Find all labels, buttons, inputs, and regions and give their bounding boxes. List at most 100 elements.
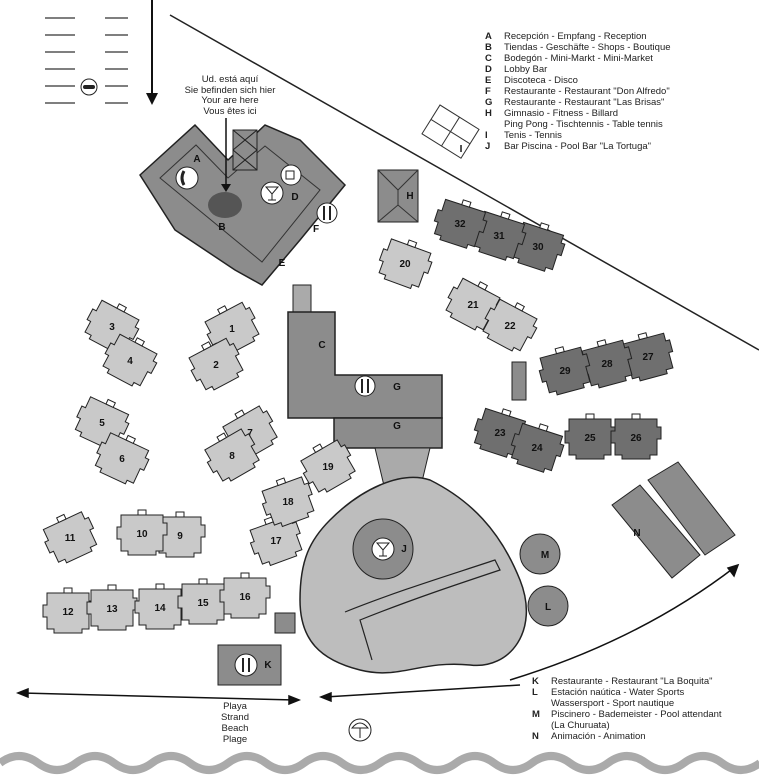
building-number: 11 (65, 533, 76, 544)
legend-key (532, 698, 551, 709)
here-fr: Vous êtes ici (203, 105, 257, 117)
phone-icon (175, 166, 199, 190)
facility-letter-n: N (633, 528, 640, 539)
building-number: 6 (119, 454, 125, 465)
building-number: 14 (154, 603, 166, 614)
building-number: 20 (399, 259, 411, 270)
legend-text: Wassersport - Sport nautique (551, 698, 675, 709)
building-number: 27 (642, 352, 654, 363)
beach-arrow-right (318, 563, 740, 703)
facility-letter-h: H (406, 191, 413, 202)
apartment-building-18: 18 (261, 476, 315, 528)
apartment-building-6: 6 (94, 432, 150, 485)
legend-text: Recepción - Empfang - Reception (504, 31, 647, 42)
apartment-building-27: 27 (621, 332, 674, 382)
cutlery-icon (234, 653, 258, 677)
legend-item: N Animación - Animation (532, 731, 722, 742)
legend-key: F (485, 86, 491, 97)
building-c-g (287, 311, 443, 419)
facility-letter-k: K (264, 660, 272, 671)
building-number: 23 (494, 428, 506, 439)
legend-key: N (532, 731, 539, 742)
apartment-building-4: 4 (102, 333, 158, 387)
building-number: 30 (532, 242, 544, 253)
legend-item: B Tiendas - Geschäfte - Shops - Boutique (485, 42, 671, 53)
legend-text: Tiendas - Geschäfte - Shops - Boutique (504, 42, 671, 53)
cocktail-icon (260, 181, 284, 205)
building-number: 10 (136, 529, 148, 540)
facility-letter-i: I (460, 144, 463, 155)
building-number: 21 (467, 300, 479, 311)
building-number: 17 (270, 536, 282, 547)
legend-item: Ping Pong - Tischtennis - Table tennis (485, 119, 671, 130)
facility-letter-g2: G (393, 421, 401, 432)
beach-de: Strand (221, 712, 249, 723)
entrance-arrow (146, 0, 158, 105)
beach-arrow-left (15, 687, 302, 706)
legend-text: Restaurante - Restaurant "La Boquita" (551, 676, 713, 687)
apartment-building-29: 29 (538, 346, 591, 396)
facility-letter-a: A (193, 154, 200, 165)
building-g-lower (333, 417, 443, 449)
apartment-building-24: 24 (510, 422, 565, 473)
you-are-here-marker (208, 192, 242, 218)
apartment-building-12: 12 (42, 587, 94, 634)
building-number: 18 (282, 497, 294, 508)
cocktail-icon (371, 537, 395, 561)
car-icon (80, 78, 98, 96)
apartment-building-2: 2 (188, 337, 244, 391)
facility-letter-g1: G (393, 382, 401, 393)
you-are-here-label: Ud. está aquí Sie befinden sich hier You… (160, 74, 300, 117)
facility-letter-f: F (313, 224, 319, 235)
building-number: 3 (109, 322, 115, 333)
main-roof-ridge (159, 144, 321, 263)
building-number: 29 (559, 366, 571, 377)
facility-letter-b: B (218, 222, 225, 233)
beach-umbrella-icon (348, 718, 372, 742)
gym-roof (377, 169, 419, 223)
legend-key: K (532, 676, 539, 687)
beach-fr: Plage (222, 734, 248, 745)
legend-text: Animación - Animation (551, 731, 646, 742)
apartment-building-32: 32 (433, 198, 488, 249)
beach-en: Beach (221, 723, 249, 734)
building-number: 19 (322, 462, 334, 473)
apartment-building-20: 20 (378, 238, 433, 290)
building-number: 22 (504, 321, 516, 332)
legend-key: M (532, 709, 540, 720)
legend-key: G (485, 97, 493, 108)
facility-letter-d: D (291, 192, 298, 203)
legend-text: Discoteca - Disco (504, 75, 578, 86)
legend-key: L (532, 687, 538, 698)
animation-building-n (611, 484, 701, 579)
legend-text: Restaurante - Restaurant "Las Brisas" (504, 97, 665, 108)
legend-item: Wassersport - Sport nautique (532, 698, 722, 709)
building-number: 28 (601, 359, 613, 370)
beach-es: Playa (223, 701, 247, 712)
building-number: 15 (197, 598, 209, 609)
here-es: Ud. está aquí (201, 74, 259, 85)
sea-waves (0, 752, 759, 774)
apartment-building-10: 10 (116, 509, 168, 556)
legend-key: A (485, 31, 492, 42)
building-number: 7 (247, 428, 253, 439)
apartment-building-13: 13 (86, 584, 138, 631)
legend-text: (La Churuata) (551, 720, 610, 731)
legend-key: B (485, 42, 492, 53)
coffee-icon (280, 164, 302, 186)
small-hut (274, 612, 296, 634)
building-number: 4 (127, 356, 133, 367)
legend-key: I (485, 130, 488, 141)
property-boundary (169, 14, 759, 351)
beach-label: Playa Strand Beach Plage (205, 701, 265, 745)
apartment-building-19: 19 (300, 439, 356, 493)
legend-text: Bar Piscina - Pool Bar "La Tortuga" (504, 141, 652, 152)
building-number: 26 (630, 433, 642, 444)
building-number: 32 (454, 219, 466, 230)
